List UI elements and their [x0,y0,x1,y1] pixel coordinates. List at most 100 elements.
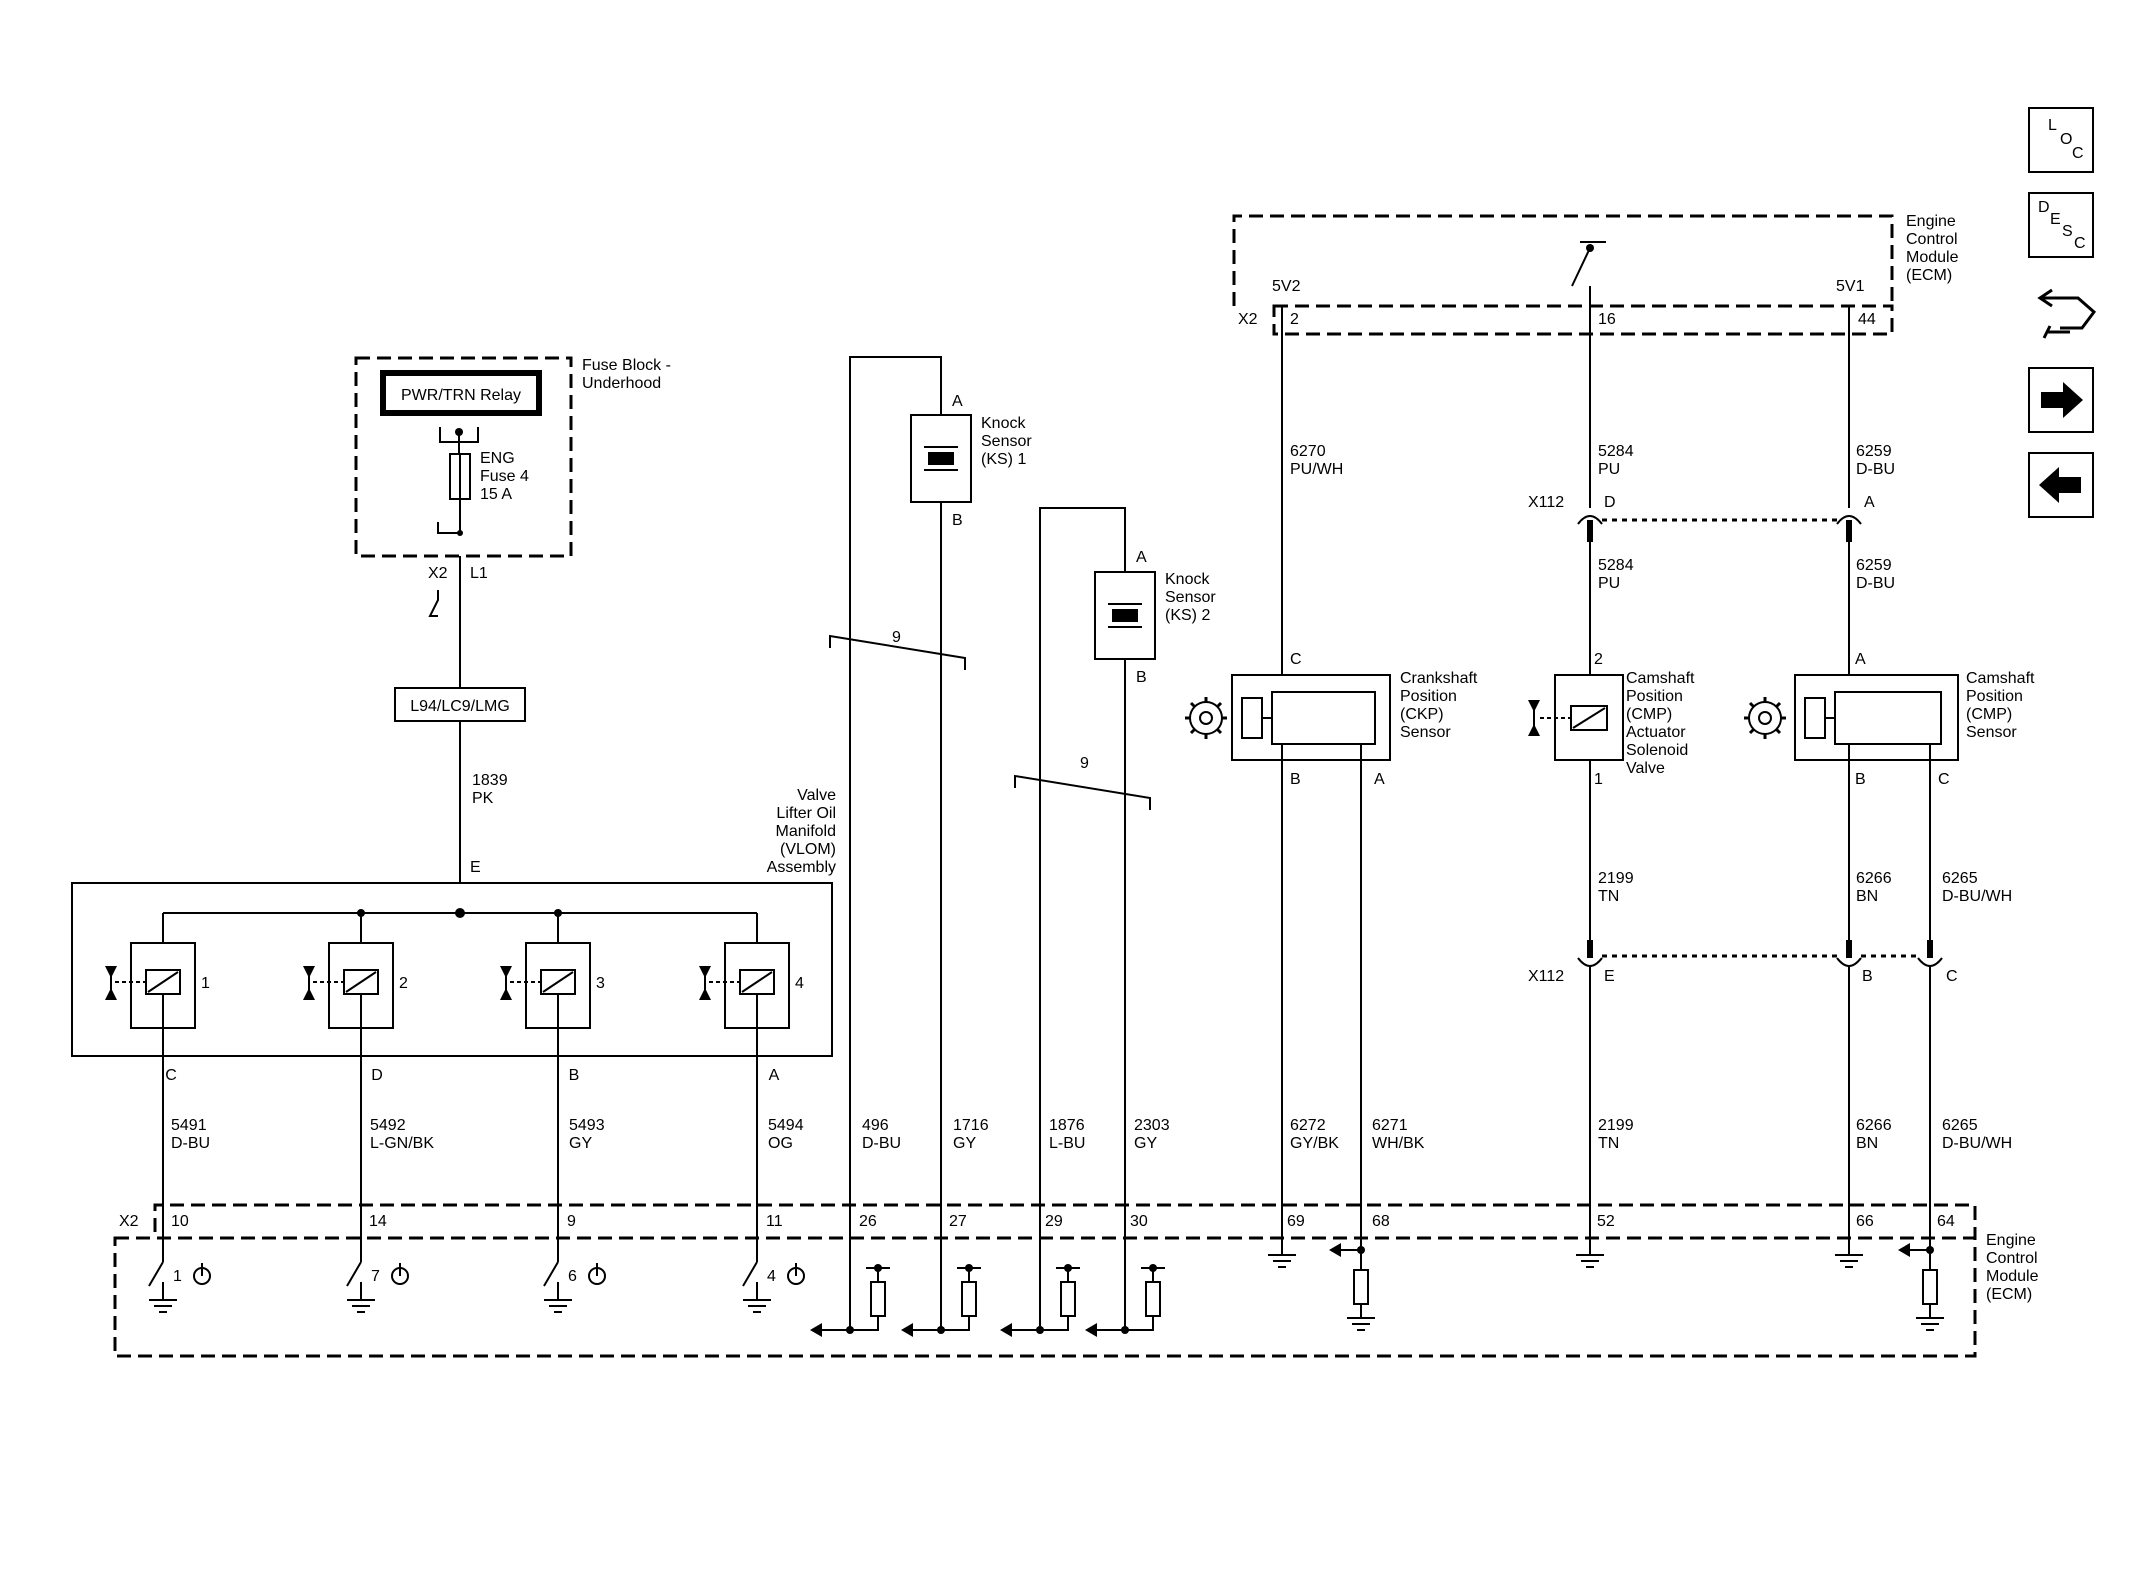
loc-char-c: C [2072,145,2084,162]
ckp-sensor: C Crankshaft Position (CKP) Sensor B A [1185,651,1478,788]
wire-6266-b: 6266 [1856,1117,1892,1134]
vlom-solenoid-3: 3 [500,913,605,1056]
ground-icon [1268,1254,1296,1268]
driver-num-7: 7 [371,1268,380,1285]
arrow-left-icon [1000,1323,1012,1337]
wire-1876-color: L-BU [1049,1135,1085,1152]
wire-5493-color: GY [569,1135,592,1152]
wire-2199-a-color: TN [1598,888,1619,905]
wire-5493: 5493 [569,1117,605,1134]
wire-496: 496 [862,1117,889,1134]
ecm-pin-11: 11 [766,1213,783,1230]
desc-char-c: C [2074,235,2086,252]
switch-icon [346,1261,362,1287]
wire-6266-a-color: BN [1856,888,1878,905]
ecm-top-title-1: Engine [1906,213,1956,230]
wire-5491-color: D-BU [171,1135,210,1152]
ecm-bottom-title-2: Control [1986,1250,2038,1267]
ks1-pin-b: B [952,512,963,529]
cmp-actuator-pin-1: 1 [1594,771,1603,788]
switch-icon [742,1261,758,1287]
knock-input-4 [1085,1232,1165,1337]
option-box-label: L94/LC9/LMG [410,698,510,715]
diagnostic-icon[interactable] [2037,288,2097,339]
wire-1716-color: GY [953,1135,976,1152]
ckp-pin-c: C [1290,651,1302,668]
knock-input-2 [901,1232,981,1337]
ecm-bottom-title-4: (ECM) [1986,1286,2032,1303]
resistor-icon [1353,1269,1369,1305]
piezo-icon [1112,609,1138,622]
ecm-pin-66: 66 [1856,1213,1874,1230]
ecm-pin-68: 68 [1372,1213,1390,1230]
fuse-label-2: Fuse 4 [480,468,529,485]
wire-5494: 5494 [768,1117,804,1134]
ecm-pin-64: 64 [1937,1213,1955,1230]
wire-2199-b-color: TN [1598,1135,1619,1152]
cmp-actuator-solenoid: 2 1 Camshaft Position (CMP) Actuator Sol… [1528,651,1695,788]
loc-button[interactable]: L O C [2028,107,2094,173]
desc-char-s: S [2062,223,2073,240]
wire-2199-b: 2199 [1598,1117,1634,1134]
vlom-title-2: Lifter Oil [776,805,836,822]
cmp-sensor-title-3: (CMP) [1966,706,2012,723]
driver-num-1: 1 [173,1268,182,1285]
next-button[interactable] [2028,367,2094,433]
ckp-pin-a: A [1374,771,1385,788]
wire-2199-a: 2199 [1598,870,1634,887]
ground-icon [347,1299,375,1313]
ground-icon [1347,1317,1375,1331]
vlom-title-3: Manifold [776,823,836,840]
arrow-left-icon [2039,467,2081,503]
ecm-bottom-connector: X2 [119,1213,139,1230]
ecm-top: Engine Control Module (ECM) 5V2 5V1 X2 2… [1232,213,1959,336]
cmp-sensor-title-4: Sensor [1966,724,2017,741]
x112-pin-b: B [1862,968,1873,985]
ecm-top-pin-2: 2 [1290,311,1299,328]
arrow-left-icon [1329,1243,1341,1257]
vlom-solenoid-label-4: 4 [795,975,804,992]
wire-6272-color: GY/BK [1290,1135,1339,1152]
x112-lower-label: X112 [1528,968,1564,985]
prev-button[interactable] [2028,452,2094,518]
ks2-title-2: Sensor [1165,589,1216,606]
wire-6271: 6271 [1372,1117,1408,1134]
wire-5492: 5492 [370,1117,406,1134]
wire-6259-a: 6259 [1856,443,1892,460]
cmp-actuator-title-2: Position [1626,688,1683,705]
ks1-title-2: Sensor [981,433,1032,450]
ks1-title-1: Knock [981,415,1026,432]
wire-6259-b-color: D-BU [1856,575,1895,592]
loc-char-l: L [2048,117,2057,134]
ckp-title-1: Crankshaft [1400,670,1478,687]
wire-1716: 1716 [953,1117,989,1134]
ecm-bottom-title-1: Engine [1986,1232,2036,1249]
ecm-bottom-title-3: Module [1986,1268,2039,1285]
knock-sensor-1: A B Knock Sensor (KS) 1 9 [829,356,1032,1330]
ecm-top-pin-16: 16 [1598,311,1616,328]
gear-icon [1744,697,1786,739]
ecm-top-title-3: Module [1906,249,1959,266]
vlom-solenoid-2: 2 [303,913,408,1056]
ground-icon [743,1299,771,1313]
desc-button[interactable]: D E S C [2028,192,2094,258]
x112-upper-label: X112 [1528,494,1564,511]
cmp-actuator-title-1: Camshaft [1626,670,1695,687]
vlom-pin-b: B [569,1067,580,1084]
ks1-title-3: (KS) 1 [981,451,1026,468]
ecm-5v2: 5V2 [1272,278,1301,295]
ground-icon [1576,1254,1604,1268]
resistor-icon [870,1281,886,1317]
x112-lower: X112 E B C [1528,940,1958,985]
wire-6259-a-color: D-BU [1856,461,1895,478]
ground-icon [1916,1317,1944,1331]
wire-5491: 5491 [171,1117,207,1134]
piezo-icon [928,452,954,465]
x112-upper: X112 D A [1528,494,1875,542]
ground-icon [149,1299,177,1313]
cmp-actuator-title-3: (CMP) [1626,706,1672,723]
knock-input-3 [1000,1232,1080,1337]
vlom-title-1: Valve [797,787,836,804]
fuse-block-title-1: Fuse Block - [582,357,671,374]
wire-5494-color: OG [768,1135,793,1152]
